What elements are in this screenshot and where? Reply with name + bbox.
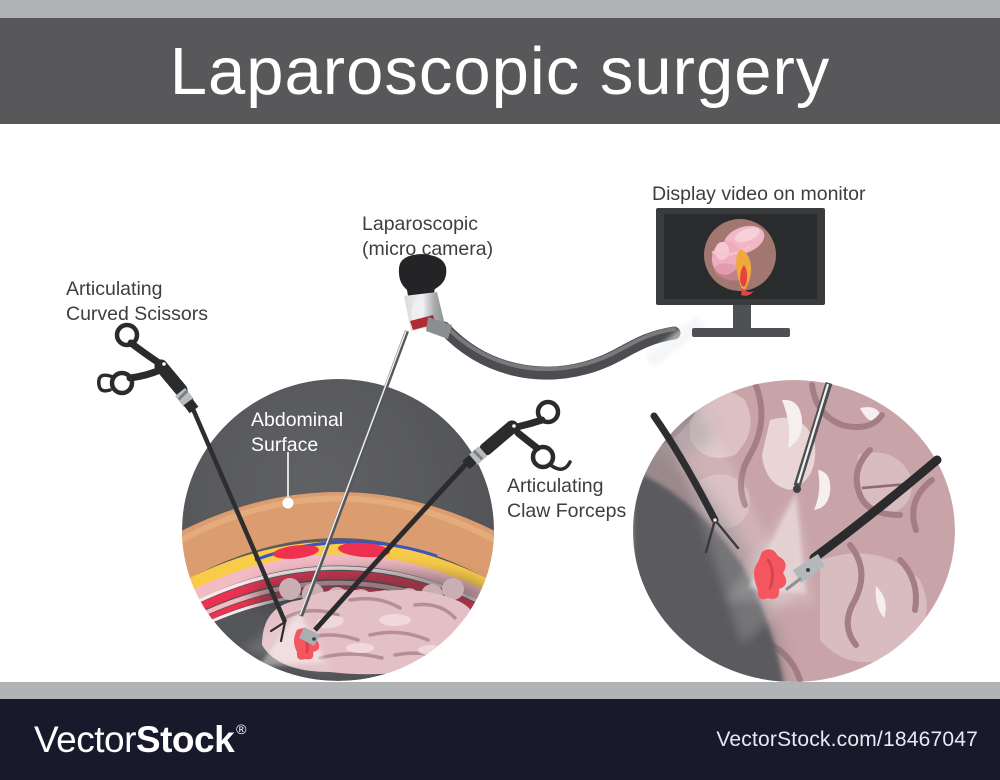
scissors-label: Articulating Curved Scissors bbox=[66, 277, 208, 327]
title-banner: Laparoscopic surgery bbox=[0, 18, 1000, 124]
abdominal-label-line2: Surface bbox=[251, 434, 319, 456]
forceps-tip bbox=[299, 627, 320, 646]
muscle-oval bbox=[338, 542, 390, 558]
monitor-base bbox=[692, 328, 790, 337]
page-title: Laparoscopic surgery bbox=[169, 33, 831, 109]
abdominal-surface-label: Abdominal Surface bbox=[251, 408, 343, 458]
fat-layer bbox=[182, 541, 494, 604]
logo-vector: Vector bbox=[34, 719, 136, 760]
camera-label-line2: (micro camera) bbox=[362, 238, 494, 260]
endoscopic-video-feed bbox=[704, 219, 776, 296]
forceps-shaft-right bbox=[809, 455, 942, 563]
scope-rod bbox=[299, 330, 409, 617]
top-strip bbox=[0, 0, 1000, 18]
cable-coupler bbox=[426, 317, 452, 339]
registered-mark: ® bbox=[236, 721, 246, 737]
monitor-label-text: Display video on monitor bbox=[652, 183, 866, 205]
scissors-shaft-right bbox=[650, 412, 719, 524]
laparoscope-camera bbox=[299, 254, 706, 617]
internal-view-instruments bbox=[650, 381, 942, 591]
muscle-oval bbox=[273, 545, 319, 559]
monitor bbox=[656, 208, 825, 337]
video-cable bbox=[437, 321, 681, 380]
scissors-label-line1: Articulating bbox=[66, 278, 163, 300]
camera-label: Laparoscopic (micro camera) bbox=[362, 212, 493, 262]
bottom-strip bbox=[0, 682, 1000, 699]
image-reference: VectorStock.com/18467047 bbox=[716, 727, 978, 751]
forceps-label-line2: Claw Forceps bbox=[507, 500, 627, 522]
curved-scissors-instrument bbox=[97, 322, 288, 643]
grasped-tissue bbox=[754, 549, 787, 600]
forceps-jaw-right bbox=[785, 554, 825, 591]
scissors-tip bbox=[269, 620, 287, 643]
camera-label-line1: Laparoscopic bbox=[362, 213, 478, 235]
monitor-neck bbox=[733, 305, 751, 330]
vectorstock-logo: VectorStock® bbox=[34, 721, 246, 758]
cable-glare bbox=[645, 315, 706, 367]
forceps-label-line1: Articulating bbox=[507, 475, 604, 497]
footer-bar: VectorStock® VectorStock.com/18467047 bbox=[0, 699, 1000, 780]
logo-stock: Stock bbox=[135, 719, 235, 760]
monitor-label: Display video on monitor bbox=[652, 182, 866, 207]
internal-view-circle bbox=[633, 380, 955, 682]
scissors-tip-right bbox=[704, 518, 740, 554]
eyepiece-head bbox=[398, 254, 447, 295]
scissors-label-line2: Curved Scissors bbox=[66, 303, 208, 325]
abdominal-surface-leader bbox=[282, 452, 294, 509]
forceps-label: Articulating Claw Forceps bbox=[507, 474, 626, 524]
abdominal-label-line1: Abdominal bbox=[251, 409, 344, 431]
claw-forceps-instrument bbox=[299, 399, 572, 646]
